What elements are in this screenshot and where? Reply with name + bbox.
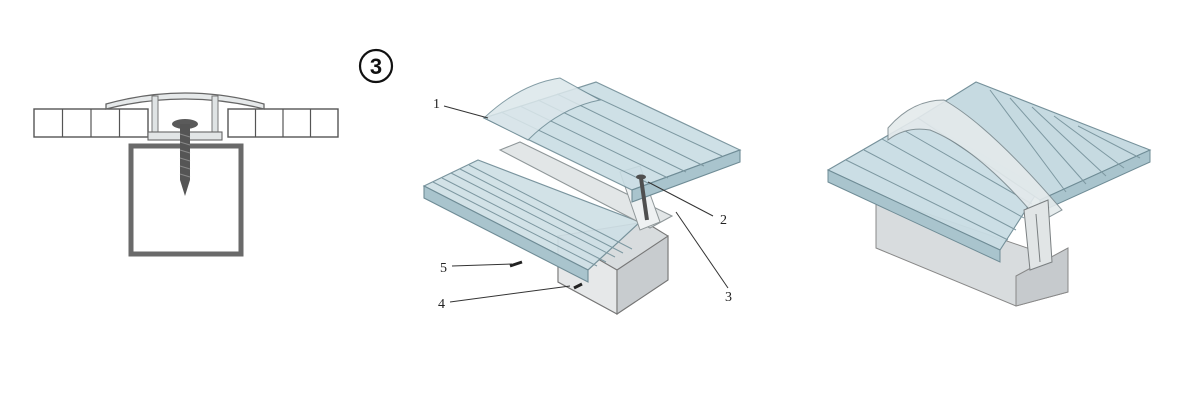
- step-number: 3: [370, 54, 382, 79]
- square-tube-section: [128, 143, 244, 257]
- callout-5: 5: [440, 261, 447, 276]
- assembled-cap-profile: [887, 99, 1063, 223]
- callout-2: 2: [720, 213, 727, 228]
- exploded-view: 1 2 3 4 5: [422, 77, 742, 316]
- mark-5: [509, 260, 523, 268]
- assembled-end-clip: [1023, 199, 1053, 271]
- callout-3: 3: [725, 290, 732, 305]
- left-sheet-section: [33, 108, 149, 138]
- step-badge: 3: [358, 48, 394, 84]
- leader-lines: [443, 105, 729, 303]
- mark-4: [573, 282, 583, 290]
- callout-4: 4: [438, 297, 445, 312]
- assembled-view: [826, 81, 1152, 307]
- cross-section-view: [33, 92, 339, 257]
- callout-1: 1: [433, 97, 440, 112]
- exploded-screw-icon: [636, 174, 649, 221]
- upper-sheet-part: [482, 77, 742, 203]
- screw-icon: [172, 119, 198, 196]
- right-sheet-section: [227, 108, 339, 138]
